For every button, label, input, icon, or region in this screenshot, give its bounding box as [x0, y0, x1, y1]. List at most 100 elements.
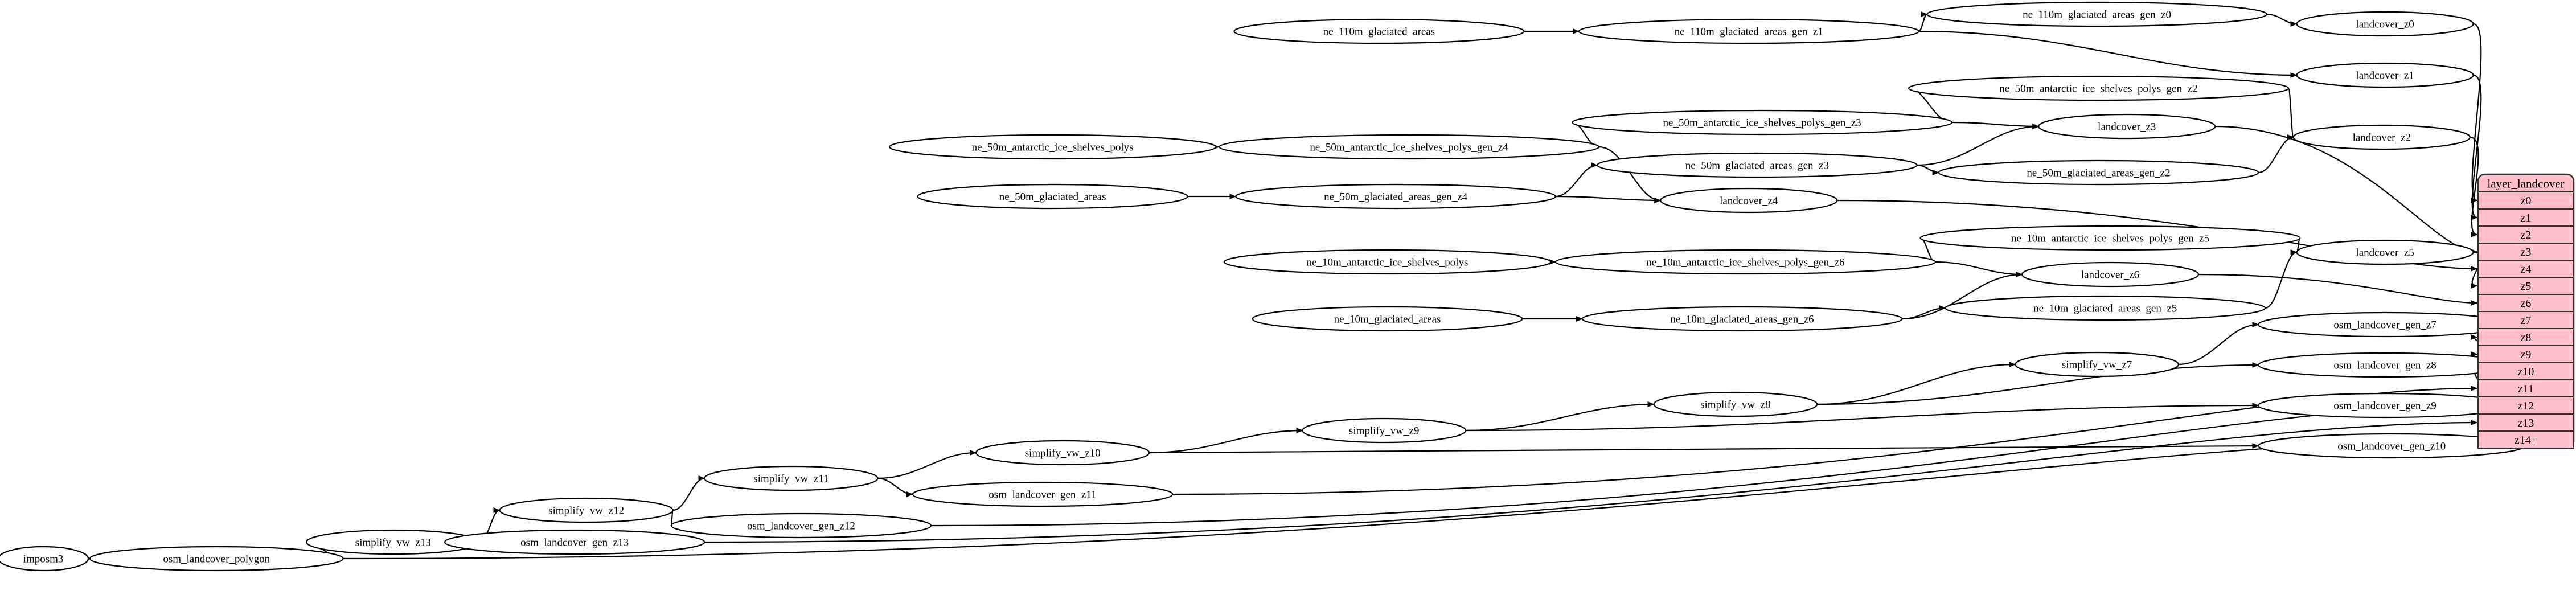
- layer-table-cell-z0: z0: [2521, 195, 2532, 207]
- edge-ne_10m_glaciated_areas_gen_z5--to--landcover_z5: [2265, 249, 2298, 309]
- node-label: simplify_vw_z12: [548, 505, 624, 517]
- layer-table-row-z6[interactable]: [2477, 294, 2574, 312]
- node-ne_50m_glaciated_areas_gen_z3[interactable]: ne_50m_glaciated_areas_gen_z3: [1596, 152, 1918, 178]
- layer-table-cell-z6: z6: [2521, 297, 2532, 310]
- node-ne_50m_antarctic_ice_shelves_polys[interactable]: ne_50m_antarctic_ice_shelves_polys: [888, 134, 1217, 160]
- node-shape: [1581, 306, 1903, 332]
- node-shape: [2292, 124, 2471, 150]
- node-osm_landcover_gen_z12[interactable]: osm_landcover_gen_z12: [670, 512, 932, 539]
- node-simplify_vw_z8[interactable]: simplify_vw_z8: [1653, 391, 1818, 417]
- layer-table-cell-z4: z4: [2521, 263, 2532, 276]
- node-osm_landcover_gen_z13[interactable]: osm_landcover_gen_z13: [444, 529, 705, 555]
- node-simplify_vw_z9[interactable]: simplify_vw_z9: [1302, 417, 1467, 444]
- node-shape: [1919, 225, 2301, 251]
- node-label: osm_landcover_gen_z12: [747, 520, 855, 532]
- node-label: osm_landcover_gen_z11: [988, 489, 1096, 501]
- node-osm_landcover_polygon[interactable]: osm_landcover_polygon: [89, 546, 344, 572]
- node-label: osm_landcover_gen_z13: [520, 537, 629, 549]
- node-ne_10m_antarctic_ice_shelves_polys[interactable]: ne_10m_antarctic_ice_shelves_polys: [1223, 249, 1552, 275]
- node-landcover_z4[interactable]: landcover_z4: [1660, 187, 1838, 214]
- edge-simplify_vw_z9--to--simplify_vw_z8: [1465, 401, 1655, 432]
- layer-table-row-z1[interactable]: [2477, 208, 2574, 227]
- edge-landcover_z6--to--layer_landcover_z6: [2198, 273, 2477, 306]
- node-landcover_z1[interactable]: landcover_z1: [2296, 62, 2474, 88]
- node-label: landcover_z3: [2098, 121, 2156, 133]
- node-landcover_z2[interactable]: landcover_z2: [2292, 124, 2471, 150]
- node-ne_10m_glaciated_areas_gen_z6[interactable]: ne_10m_glaciated_areas_gen_z6: [1581, 306, 1903, 332]
- layer-table-cell-z11: z11: [2518, 383, 2534, 395]
- edge-simplify_vw_z8--to--simplify_vw_z7: [1817, 362, 2016, 405]
- node-osm_landcover_gen_z8[interactable]: osm_landcover_gen_z8: [2258, 352, 2513, 378]
- node-label: landcover_z4: [1720, 195, 1778, 207]
- layer-table-row-z12[interactable]: [2477, 396, 2574, 415]
- layer-table-row-z11[interactable]: [2477, 379, 2574, 397]
- node-osm_landcover_gen_z10[interactable]: osm_landcover_gen_z10: [2258, 433, 2526, 459]
- node-shape: [912, 481, 1174, 507]
- node-label: landcover_z2: [2353, 132, 2411, 144]
- node-ne_50m_antarctic_ice_shelves_polys_gen_z2[interactable]: ne_50m_antarctic_ice_shelves_polys_gen_z…: [1908, 75, 2290, 101]
- node-label: osm_landcover_gen_z10: [2337, 441, 2446, 453]
- node-label: osm_landcover_gen_z7: [2333, 319, 2436, 331]
- node-ne_10m_antarctic_ice_shelves_polys_gen_z5[interactable]: ne_10m_antarctic_ice_shelves_polys_gen_z…: [1919, 225, 2301, 251]
- node-label: ne_50m_glaciated_areas_gen_z2: [2027, 167, 2170, 179]
- node-shape: [888, 134, 1217, 160]
- node-label: osm_landcover_polygon: [163, 553, 270, 565]
- node-label: osm_landcover_gen_z8: [2333, 360, 2436, 372]
- node-imposm3[interactable]: imposm3: [0, 546, 89, 572]
- node-simplify_vw_z7[interactable]: simplify_vw_z7: [2015, 351, 2179, 378]
- node-simplify_vw_z10[interactable]: simplify_vw_z10: [975, 440, 1150, 466]
- edge-ne_50m_glaciated_areas_gen_z3--to--ne_50m_glaciated_areas_gen_z2: [1917, 164, 1939, 175]
- layer-table-row-z14plus[interactable]: [2477, 430, 2574, 449]
- node-ne_10m_glaciated_areas_gen_z5[interactable]: ne_10m_glaciated_areas_gen_z5: [1945, 295, 2266, 321]
- layer-table-row-z5[interactable]: [2477, 277, 2574, 295]
- node-simplify_vw_z12[interactable]: simplify_vw_z12: [499, 497, 674, 523]
- node-label: ne_50m_antarctic_ice_shelves_polys_gen_z…: [1663, 117, 1861, 129]
- layer-table-row-z2[interactable]: [2477, 225, 2574, 244]
- layer-table-row-z4[interactable]: [2477, 260, 2574, 278]
- node-ne_110m_glaciated_areas_gen_z1[interactable]: ne_110m_glaciated_areas_gen_z1: [1578, 18, 1919, 44]
- node-ne_50m_glaciated_areas[interactable]: ne_50m_glaciated_areas: [917, 183, 1188, 210]
- edge-ne_50m_antarctic_ice_shelves_polys_gen_z2--to--landcover_z2: [2287, 87, 2294, 140]
- layer-landcover-table: layer_landcoverz0z1z2z3z4z5z6z7z8z9z10z1…: [2477, 173, 2575, 449]
- node-label: ne_110m_glaciated_areas_gen_z0: [2023, 9, 2171, 21]
- node-ne_10m_antarctic_ice_shelves_polys_gen_z6[interactable]: ne_10m_antarctic_ice_shelves_polys_gen_z…: [1554, 249, 1936, 275]
- layer-table-cell-z12: z12: [2518, 400, 2534, 412]
- node-shape: [1653, 391, 1818, 417]
- node-landcover_z6[interactable]: landcover_z6: [2021, 261, 2200, 288]
- node-ne_10m_glaciated_areas[interactable]: ne_10m_glaciated_areas: [1252, 306, 1523, 332]
- node-label: ne_10m_antarctic_ice_shelves_polys: [1307, 257, 1469, 269]
- node-ne_50m_glaciated_areas_gen_z2[interactable]: ne_50m_glaciated_areas_gen_z2: [1938, 159, 2259, 186]
- node-ne_110m_glaciated_areas[interactable]: ne_110m_glaciated_areas: [1233, 18, 1525, 44]
- layer-table-cell-z5: z5: [2521, 280, 2532, 293]
- node-label: ne_10m_antarctic_ice_shelves_polys_gen_z…: [1646, 257, 1844, 269]
- node-label: ne_110m_glaciated_areas: [1323, 26, 1435, 38]
- layer-table-cell-z2: z2: [2521, 229, 2532, 241]
- node-simplify_vw_z13[interactable]: simplify_vw_z13: [306, 529, 481, 555]
- layer-table-row-z10[interactable]: [2477, 362, 2574, 380]
- node-osm_landcover_gen_z11[interactable]: osm_landcover_gen_z11: [912, 481, 1174, 507]
- node-shape: [2296, 11, 2474, 37]
- node-shape: [1926, 1, 2268, 27]
- node-shape: [1302, 417, 1467, 444]
- layer-table-header: layer_landcover: [2487, 177, 2564, 191]
- layer-table-cell-z3: z3: [2521, 246, 2532, 259]
- node-osm_landcover_gen_z7[interactable]: osm_landcover_gen_z7: [2258, 311, 2513, 338]
- layer-table-row-z13[interactable]: [2477, 413, 2574, 432]
- node-osm_landcover_gen_z9[interactable]: osm_landcover_gen_z9: [2258, 392, 2513, 419]
- node-ne_50m_glaciated_areas_gen_z4[interactable]: ne_50m_glaciated_areas_gen_z4: [1235, 183, 1557, 210]
- node-label: landcover_z6: [2081, 269, 2139, 281]
- node-label: ne_50m_antarctic_ice_shelves_polys: [972, 142, 1134, 154]
- node-shape: [1233, 18, 1525, 44]
- node-simplify_vw_z11[interactable]: simplify_vw_z11: [704, 465, 879, 491]
- node-shape: [1908, 75, 2290, 101]
- node-ne_50m_antarctic_ice_shelves_polys_gen_z3[interactable]: ne_50m_antarctic_ice_shelves_polys_gen_z…: [1572, 109, 1953, 136]
- edge-ne_50m_antarctic_ice_shelves_polys_gen_z3--to--landcover_z3: [1952, 121, 2040, 129]
- node-ne_50m_antarctic_ice_shelves_polys_gen_z4[interactable]: ne_50m_antarctic_ice_shelves_polys_gen_z…: [1219, 134, 1600, 160]
- layer-table-row-z8[interactable]: [2477, 328, 2574, 346]
- node-ne_110m_glaciated_areas_gen_z0[interactable]: ne_110m_glaciated_areas_gen_z0: [1926, 1, 2268, 27]
- node-landcover_z5[interactable]: landcover_z5: [2296, 239, 2474, 265]
- layer-table-cell-z7: z7: [2521, 314, 2532, 327]
- node-landcover_z0[interactable]: landcover_z0: [2296, 11, 2474, 37]
- node-landcover_z3[interactable]: landcover_z3: [2038, 113, 2216, 140]
